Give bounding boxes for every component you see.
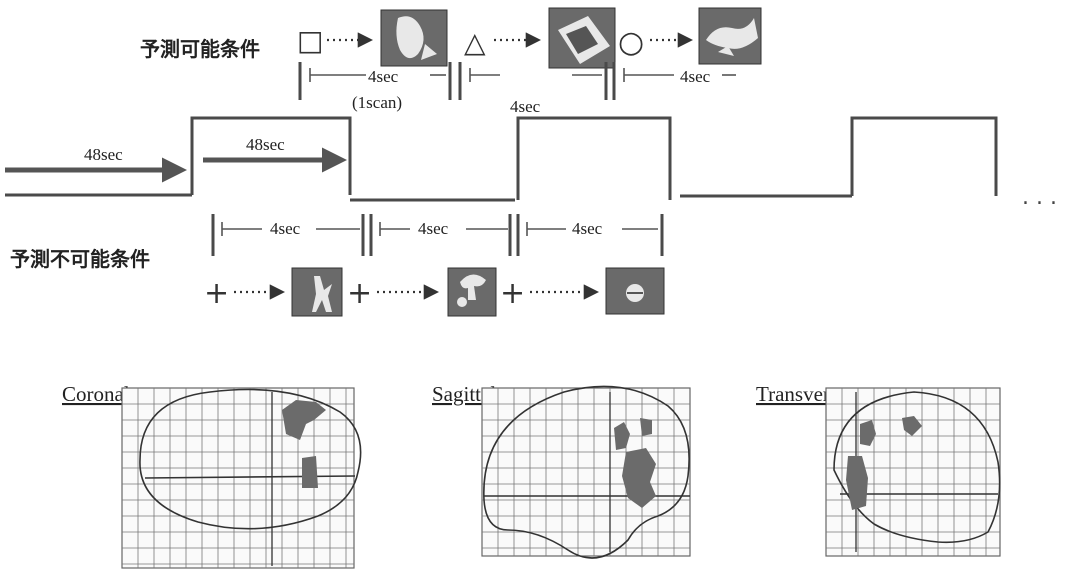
stimulus-photo-icon <box>292 268 342 316</box>
coronal-brain-view <box>122 388 361 568</box>
plus-cue-icon: + <box>347 276 372 311</box>
interval-label: 4sec <box>270 219 301 238</box>
lead-in-label: 48sec <box>84 145 123 164</box>
stimulus-photo-icon <box>381 10 447 66</box>
stimulus-photo-icon <box>606 268 664 314</box>
interval-marker <box>614 62 736 100</box>
block-timeline <box>5 118 996 200</box>
square-cue-icon: □ <box>297 24 323 57</box>
interval-label: 4sec <box>680 67 711 86</box>
triangle-cue-icon: △ <box>464 26 486 59</box>
unpredictable-condition-label: 予測不可能条件 <box>10 247 150 271</box>
activation-region <box>640 418 652 436</box>
interval-label: 4sec <box>572 219 603 238</box>
circle-cue-icon: ○ <box>618 25 644 60</box>
view-label-coronal: Coronal <box>62 382 130 406</box>
stimulus-photo-icon <box>699 8 761 64</box>
interval-label: 4sec <box>368 67 399 86</box>
activation-region <box>302 456 318 488</box>
sagittal-brain-view <box>482 386 690 558</box>
plus-cue-icon: + <box>500 276 525 311</box>
continuation-ellipsis: . . . <box>1022 185 1057 210</box>
stimulus-photo-icon <box>549 8 615 68</box>
scan-label: (1scan) <box>352 93 402 112</box>
block-label: 48sec <box>246 135 285 154</box>
transverse-brain-view <box>826 388 1000 556</box>
stimulus-photo-icon <box>448 268 496 316</box>
plus-cue-icon: + <box>204 276 229 311</box>
interval-label: 4sec <box>418 219 449 238</box>
predictable-condition-label: 予測可能条件 <box>140 37 260 61</box>
interval-label: 4sec <box>510 97 541 116</box>
